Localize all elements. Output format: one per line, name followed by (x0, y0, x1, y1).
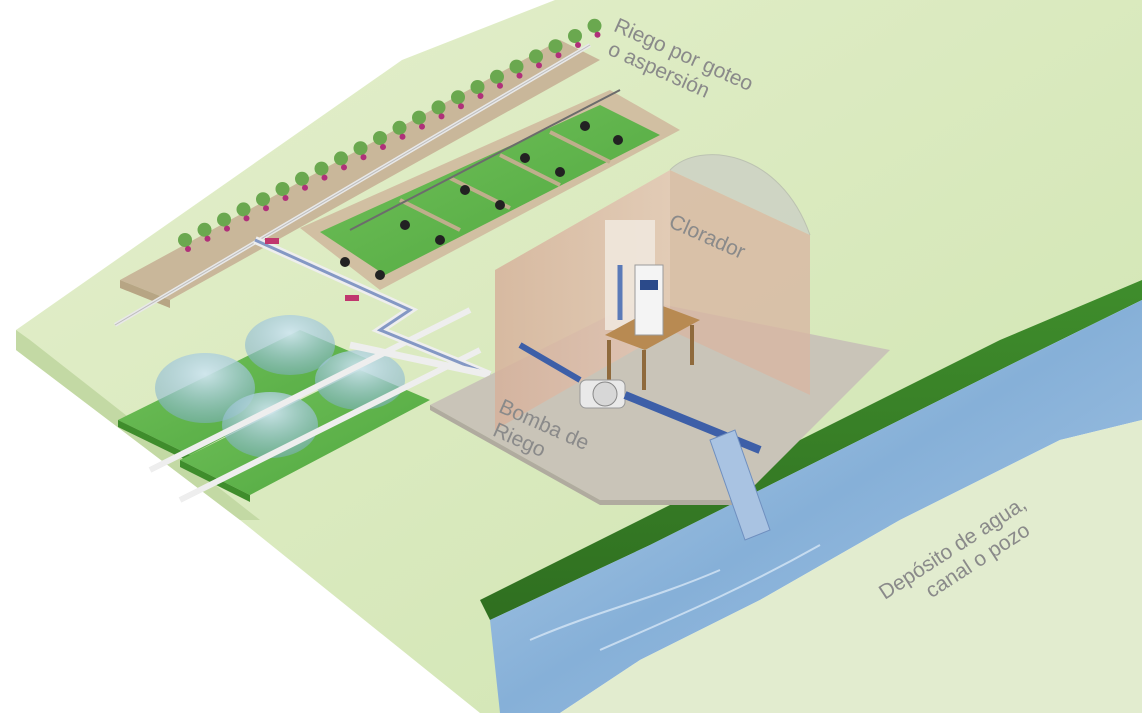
grape-cluster (185, 246, 191, 252)
grape-cluster (399, 133, 406, 140)
vine-plant (568, 29, 582, 43)
grape-cluster (594, 31, 601, 38)
grape-cluster (380, 144, 386, 150)
vine-plant (353, 141, 368, 156)
grape-cluster (302, 184, 308, 191)
vine-plant (334, 151, 348, 166)
grape-cluster (263, 205, 269, 212)
grape-cluster (360, 154, 367, 161)
chlorinator-unit (605, 264, 700, 390)
vine-plant (412, 110, 426, 125)
vine-plant (587, 18, 602, 33)
vine-row (178, 18, 602, 252)
grape-cluster (282, 195, 289, 201)
grape-cluster (419, 123, 425, 130)
vine-plant (509, 59, 524, 74)
vine-plant (236, 202, 251, 217)
grape-cluster (516, 72, 523, 79)
grape-cluster (243, 215, 250, 222)
river-bank (480, 280, 1142, 620)
vine-plant (256, 192, 270, 207)
grape-cluster (204, 235, 211, 242)
sprinkler-field (118, 307, 482, 503)
grape-cluster (224, 225, 230, 232)
vine-plant (392, 120, 407, 135)
grape-cluster (497, 82, 503, 89)
pipe-network (253, 236, 492, 379)
vine-plant (470, 80, 485, 94)
vine-plant (217, 212, 231, 227)
vine-plant (529, 49, 543, 64)
vine-plant (431, 100, 446, 115)
intake-pipe (709, 429, 771, 541)
far-bank (560, 420, 1142, 713)
grape-cluster (341, 164, 347, 171)
grape-cluster (575, 42, 581, 48)
grape-cluster (438, 113, 445, 120)
vine-plant (548, 39, 563, 54)
water-channel (490, 300, 1142, 713)
pump-house (495, 154, 811, 430)
vineyard (113, 40, 600, 327)
vine-plant (373, 131, 387, 145)
grape-cluster (321, 174, 328, 181)
grape-cluster (458, 103, 464, 110)
grape-cluster (555, 52, 562, 59)
grape-cluster (477, 93, 484, 99)
vine-plant (314, 161, 329, 176)
vine-plant (275, 182, 290, 196)
vine-plant (490, 69, 504, 84)
vine-plant (451, 90, 465, 105)
pivot-field (300, 89, 680, 290)
vine-plant (295, 171, 309, 186)
grape-cluster (536, 62, 542, 69)
vine-plant (197, 222, 212, 237)
vine-plant (178, 233, 192, 247)
